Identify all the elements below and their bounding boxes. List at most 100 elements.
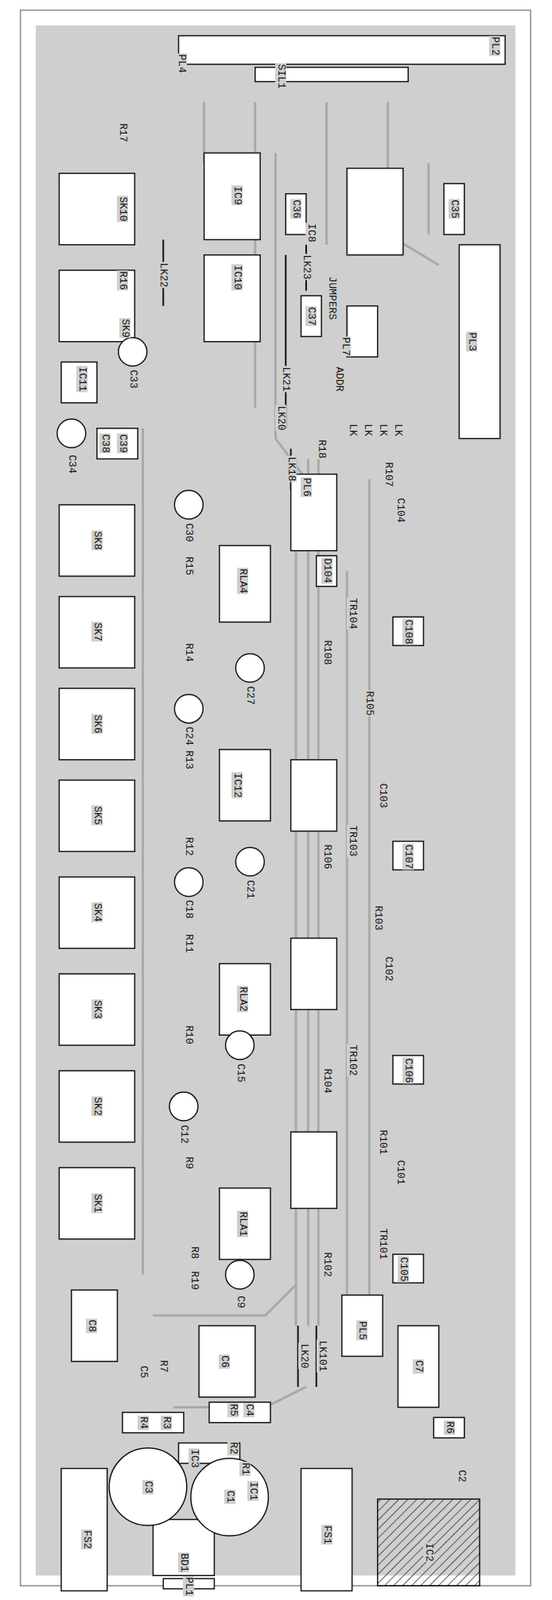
part-label: R9 [182,1156,195,1171]
part-label: FS1 [321,1525,333,1546]
part-label: R106 [321,843,333,871]
part-label: C2 [455,1469,467,1485]
part-label: C34 [66,454,78,475]
capacitor-outline [169,1092,199,1122]
copper-track [368,479,371,1307]
component-outline [291,760,338,832]
capacitor-outline [174,868,203,898]
copper-track [345,571,349,1307]
part-label: BD1 [178,1553,190,1574]
part-label: LK20 [298,1344,310,1371]
part-label: FS2 [81,1531,93,1552]
part-label: R103 [372,905,384,932]
capacitor-outline [174,490,203,520]
part-label: SIL1 [275,63,287,90]
part-label: C24 [182,726,195,747]
component-outline [433,1418,464,1439]
part-label: D104 [321,558,333,585]
part-label: C107 [402,843,414,871]
part-label: C12 [178,1124,190,1145]
part-label: C5 [137,1365,149,1380]
part-label: C7 [412,1360,424,1375]
part-label: C8 [85,1319,98,1334]
component-outline [346,168,404,256]
copper-track [427,163,430,235]
part-label: C102 [382,956,394,983]
component-outline [219,1189,271,1261]
part-label: R108 [321,640,333,667]
component-outline [285,194,307,235]
component-footprints [20,10,532,1593]
component-outline [219,750,271,822]
component-outline [204,255,261,343]
part-label: LK [392,423,404,439]
component-outline [219,964,271,1036]
part-label: C104 [394,497,406,524]
component-outline [58,688,135,761]
component-outline [392,1056,424,1085]
part-label: LK18 [285,456,297,483]
part-label: R15 [182,555,195,576]
component-outline [291,474,338,552]
copper-ground [35,25,516,1577]
part-label: C3 [142,1481,154,1496]
capacitor-outline [235,847,265,877]
part-label: C1 [224,1491,236,1506]
part-label: IC3 [188,1449,200,1470]
part-label: SK3 [91,999,103,1020]
part-label: PL1 [182,1578,195,1598]
component-outline [178,35,506,65]
capacitor-outline [190,1459,269,1538]
part-label: LK101 [316,1341,328,1374]
part-label: C35 [448,198,460,219]
part-label: LK22 [157,262,169,289]
component-outline [458,244,500,440]
part-label: JUMPERS [326,275,338,321]
part-label: R14 [182,642,195,663]
component-outline [58,505,135,577]
part-label: C38 [99,433,111,454]
part-label: RLA1 [237,1211,249,1238]
copper-track [141,428,144,1276]
part-label: R1 [239,1462,251,1478]
part-label: IC9 [231,186,243,207]
board-outline [20,10,532,1587]
copper-track [325,101,328,245]
component-outline [204,152,261,240]
component-outline [342,1295,383,1357]
part-label: SK6 [91,714,103,735]
part-label: R3 [160,1416,172,1431]
part-label: R101 [377,1129,389,1156]
component-outline [291,1132,338,1209]
part-label: RLA2 [237,987,249,1014]
part-label: LK20 [275,404,287,432]
component-outline [392,1255,424,1284]
component-outline [300,295,322,337]
part-label: C18 [182,900,195,921]
part-label: R13 [182,750,195,770]
component-outline [58,173,135,245]
part-label: C39 [116,433,129,454]
part-label: SK7 [91,622,103,643]
part-label: SK4 [91,903,103,924]
component-outline [377,1500,480,1587]
part-label: R6 [443,1421,455,1436]
part-label: LK [346,423,358,439]
part-label: PL7 [339,337,351,358]
part-label: R11 [182,933,195,954]
part-label: SK1 [91,1193,103,1214]
part-label: C6 [218,1355,230,1370]
component-outline [58,780,135,852]
part-label: C21 [244,879,256,900]
part-label: LK [361,423,374,439]
part-label: C36 [290,198,302,219]
component-outline [443,183,465,235]
component-outline [397,1326,439,1409]
part-label: C27 [244,685,256,706]
part-label: C9 [234,1296,246,1311]
component-outline [219,545,271,622]
part-label: IC1 [247,1481,259,1502]
part-label: RLA4 [237,568,249,595]
